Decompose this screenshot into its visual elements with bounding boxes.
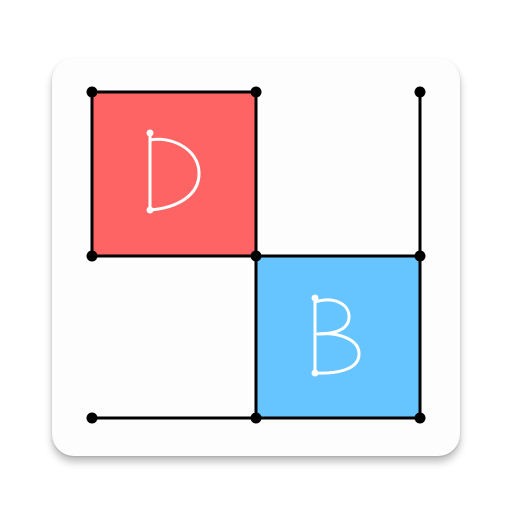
- grid-dot: [250, 250, 262, 262]
- grid-dots: [86, 86, 426, 424]
- box-initial-b: [311, 294, 361, 377]
- claimed-box-player-two: [256, 256, 420, 418]
- grid-dot: [86, 86, 98, 98]
- grid-dot: [414, 412, 426, 424]
- grid-dot: [414, 86, 426, 98]
- grid-dot: [250, 412, 262, 424]
- grid-dot: [86, 412, 98, 424]
- box-initial-d: [146, 129, 201, 214]
- grid-dot: [414, 250, 426, 262]
- claimed-box-player-one: [92, 92, 256, 256]
- drawn-lines: [90, 90, 422, 420]
- grid-dot: [86, 250, 98, 262]
- grid-dot: [250, 86, 262, 98]
